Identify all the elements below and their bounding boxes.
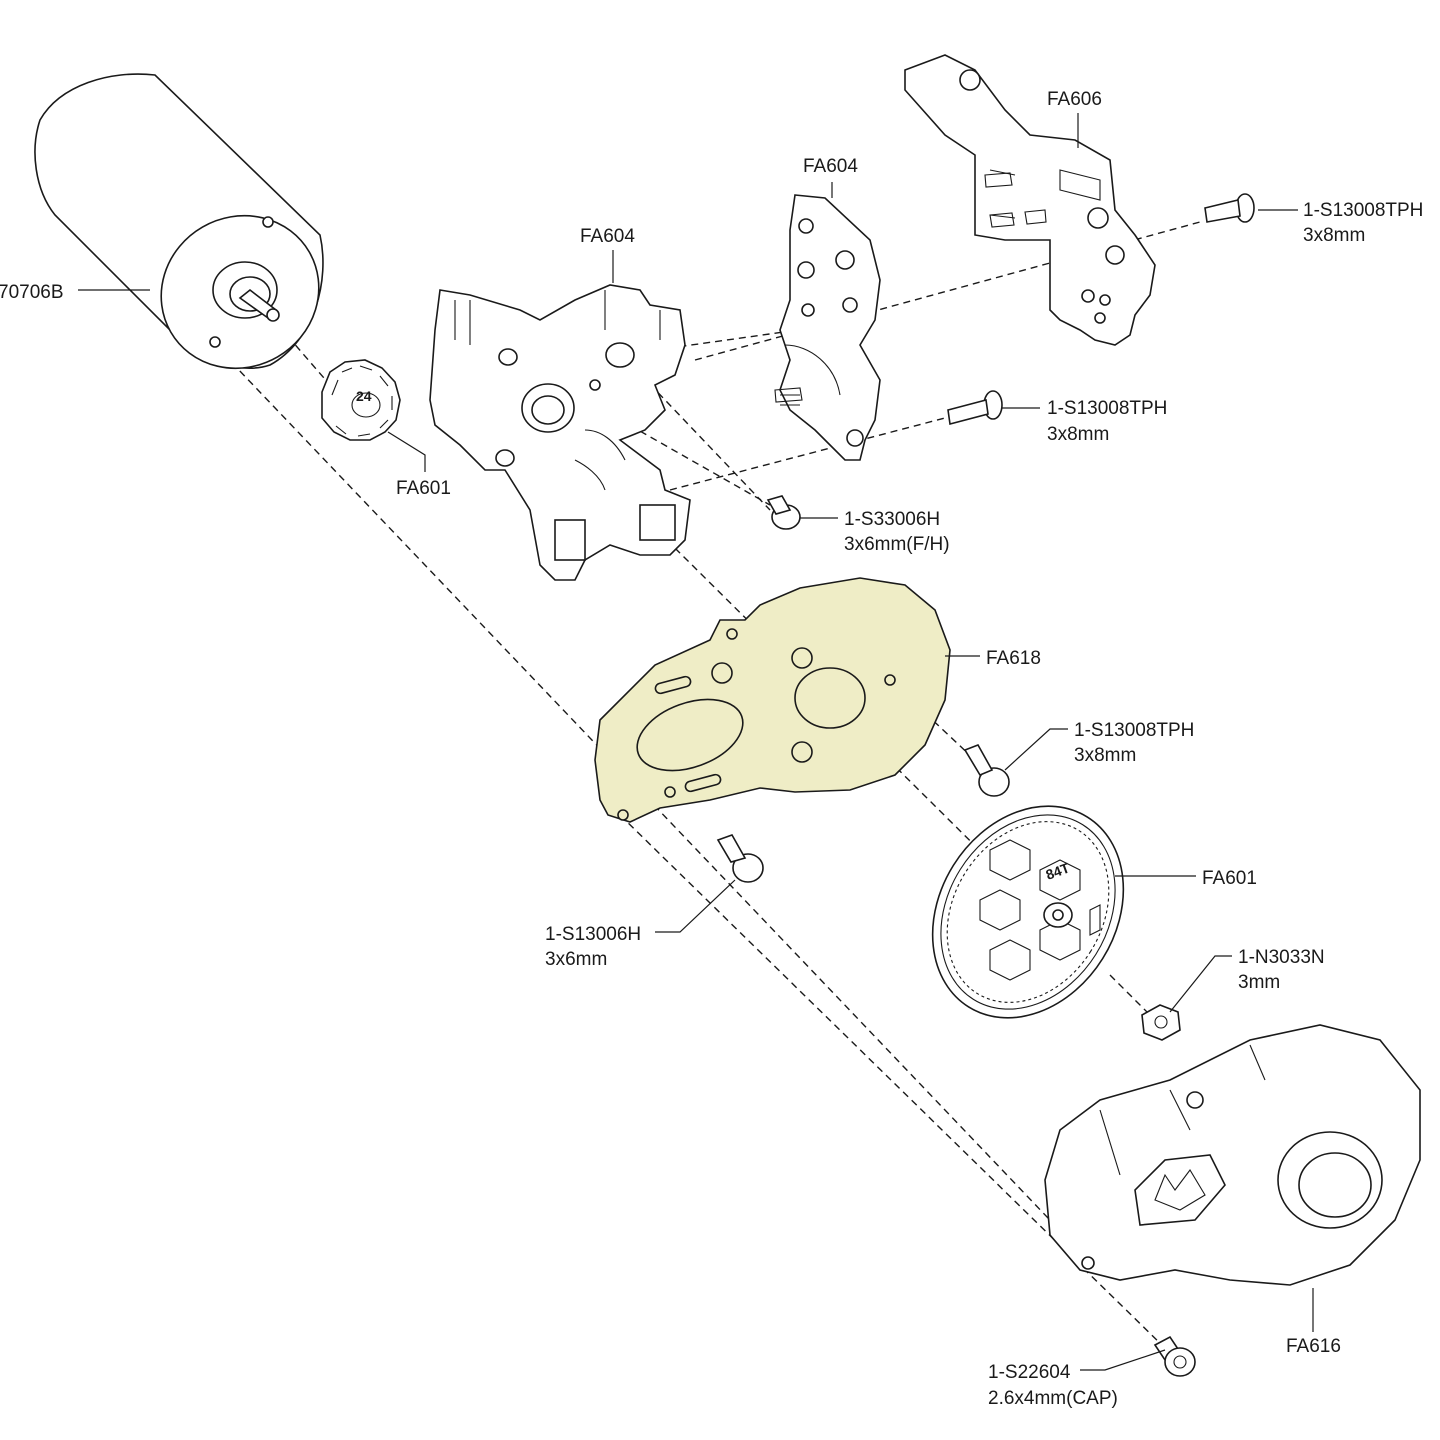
mount-fa606	[904, 54, 1156, 346]
cap-screw	[1153, 1335, 1196, 1377]
gearbox-half-right	[774, 194, 881, 461]
label-nut-size: 3mm	[1238, 972, 1280, 993]
label-screw-plate-size: 3x8mm	[1074, 745, 1136, 766]
label-cap-screw-code: 1-S22604	[988, 1362, 1071, 1383]
gearbox-half-left	[429, 284, 691, 581]
label-screw-bottom-size: 3x6mm	[545, 949, 607, 970]
label-pinion: FA601	[396, 478, 451, 499]
label-screw-fh-size: 3x6mm(F/H)	[844, 534, 950, 555]
label-screw-mid-code: 1-S13008TPH	[1047, 398, 1167, 419]
motor-70706b	[34, 73, 324, 370]
label-gearbox-left: FA604	[580, 226, 635, 247]
screw-bottom	[716, 834, 764, 883]
motor-plate-fa618	[594, 577, 951, 823]
label-gearbox-right: FA604	[803, 156, 858, 177]
screw-mid	[947, 390, 1003, 426]
label-cap-screw-size: 2.6x4mm(CAP)	[988, 1388, 1118, 1409]
label-nut-code: 1-N3033N	[1238, 947, 1325, 968]
label-cover: FA616	[1286, 1336, 1341, 1357]
label-spur: FA601	[1202, 868, 1257, 889]
pinion-teeth-label: 24	[356, 388, 372, 404]
spur-teeth-label: 84T	[1044, 859, 1073, 882]
nut	[1141, 1004, 1181, 1041]
screw-top	[1204, 193, 1255, 223]
leader-lines	[78, 113, 1314, 1371]
label-screw-bottom-code: 1-S13006H	[545, 924, 641, 945]
spur-gear: 84T	[931, 805, 1125, 1019]
part-labels: 70706B FA601 FA604 FA604 FA606 1-S13008T…	[0, 89, 1423, 1409]
label-screw-top-size: 3x8mm	[1303, 225, 1365, 246]
pinion-gear: 24	[321, 359, 401, 441]
label-screw-top-code: 1-S13008TPH	[1303, 200, 1423, 221]
label-motor-plate: FA618	[986, 648, 1041, 669]
label-mount: FA606	[1047, 89, 1102, 110]
label-screw-fh-code: 1-S33006H	[844, 509, 940, 530]
label-screw-plate-code: 1-S13008TPH	[1074, 720, 1194, 741]
gear-cover-fa616	[1044, 1024, 1421, 1286]
label-screw-mid-size: 3x8mm	[1047, 424, 1109, 445]
label-motor: 70706B	[0, 282, 64, 303]
screw-fh	[766, 495, 801, 530]
screw-plate	[963, 744, 1010, 797]
